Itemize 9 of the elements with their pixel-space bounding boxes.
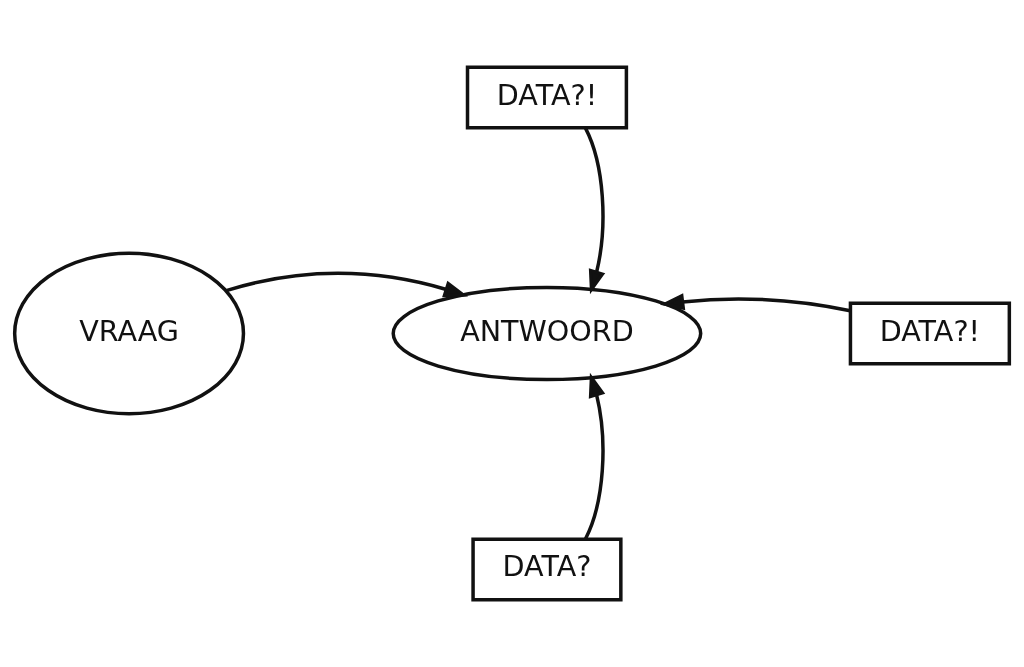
- node-box: DATA?!: [465, 65, 629, 130]
- arrow: [583, 127, 606, 295]
- arrow: [225, 271, 469, 298]
- node-ellipse: ANTWOORD: [391, 285, 703, 382]
- arrow: [659, 293, 851, 313]
- arrow: [583, 372, 606, 540]
- node-box: DATA?: [471, 537, 623, 602]
- node-ellipse: VRAAG: [12, 251, 246, 416]
- node-box: DATA?!: [848, 301, 1012, 366]
